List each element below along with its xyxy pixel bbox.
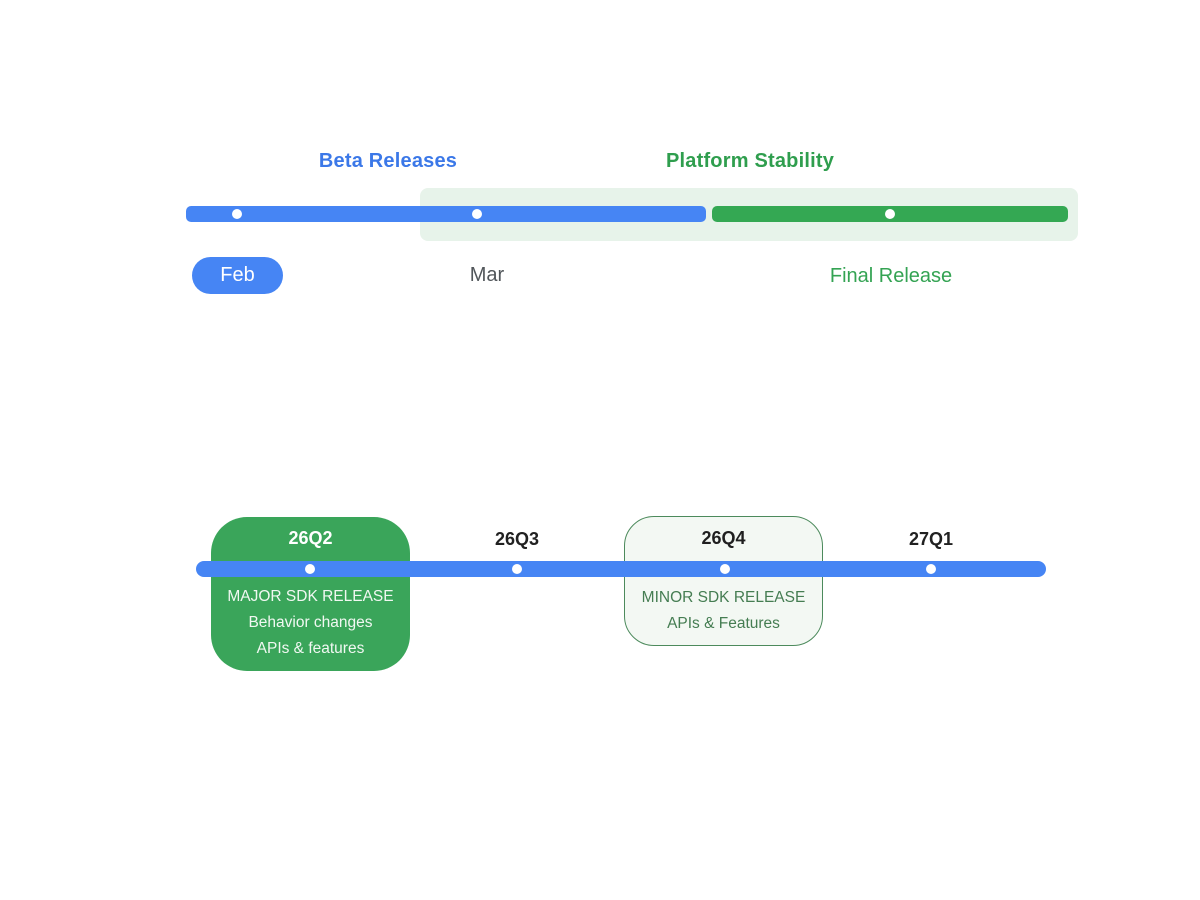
quarterly-timeline-bar (196, 561, 1046, 577)
mar-month-label: Mar (469, 264, 505, 286)
milestone-dot-feb (232, 209, 242, 219)
quarter-label-26q3: 26Q3 (494, 529, 540, 549)
minor-box-line: MINOR SDK RELEASE (641, 589, 806, 606)
feb-month-pill: Feb (192, 257, 283, 294)
milestone-dot-final-release (885, 209, 895, 219)
final-release-label: Final Release (829, 265, 953, 287)
major-sdk-release-description: MAJOR SDK RELEASE Behavior changes APIs … (211, 584, 410, 662)
minor-sdk-release-box: 26Q4 MINOR SDK RELEASE APIs & Features (624, 516, 823, 646)
quarter-label-26q4: 26Q4 (701, 528, 746, 548)
platform-stability-heading: Platform Stability (665, 150, 835, 172)
quarter-label-26q2: 26Q2 (288, 528, 333, 548)
milestone-dot-26q4 (720, 564, 730, 574)
milestone-dot-26q2 (305, 564, 315, 574)
beta-releases-heading: Beta Releases (318, 150, 458, 172)
major-box-line: APIs & features (256, 640, 365, 657)
milestone-dot-27q1 (926, 564, 936, 574)
feb-month-pill-label: Feb (220, 264, 255, 286)
minor-box-line: APIs & Features (667, 615, 780, 632)
milestone-dot-mar (472, 209, 482, 219)
major-box-line: MAJOR SDK RELEASE (227, 588, 394, 605)
major-sdk-release-box: 26Q2 MAJOR SDK RELEASE Behavior changes … (211, 517, 410, 671)
major-box-line: Behavior changes (248, 614, 373, 631)
milestone-dot-26q3 (512, 564, 522, 574)
minor-sdk-release-description: MINOR SDK RELEASE APIs & Features (625, 585, 822, 637)
beta-phase-bar (186, 206, 706, 222)
quarter-label-27q1: 27Q1 (908, 529, 954, 549)
